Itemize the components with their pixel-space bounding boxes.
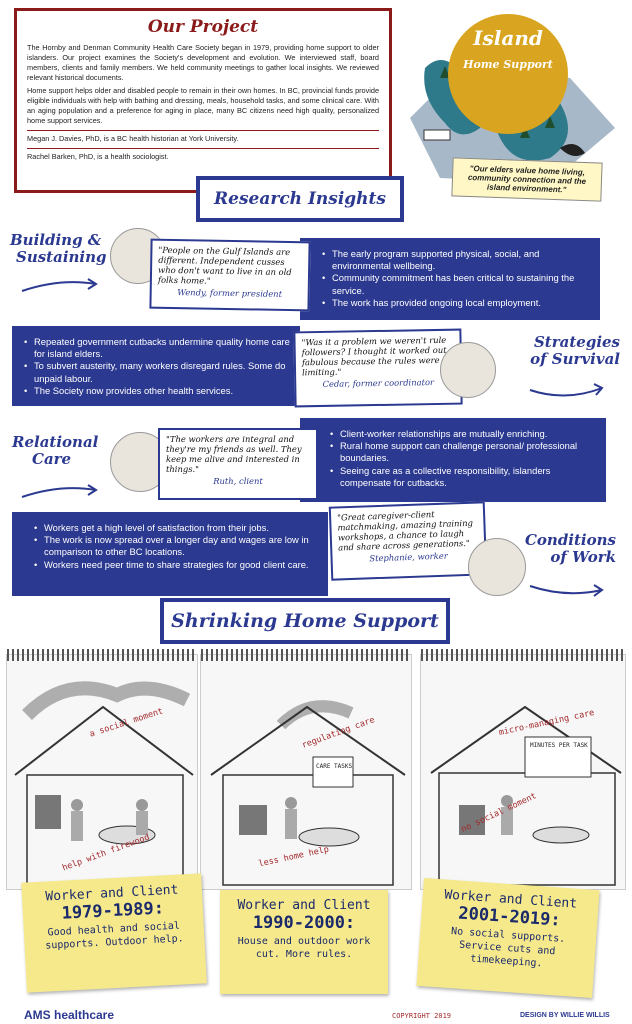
band-relational: Client-worker relationships are mutually… bbox=[300, 418, 606, 502]
research-insights-title: Research Insights bbox=[200, 180, 400, 218]
heading-line-2: Care bbox=[32, 450, 72, 469]
project-title: Our Project bbox=[147, 17, 259, 37]
island-quote-note: "Our elders value home living, community… bbox=[451, 157, 603, 202]
shrinking-title: Shrinking Home Support bbox=[164, 602, 446, 640]
band-conditions: Workers get a high level of satisfaction… bbox=[12, 512, 328, 596]
note-years: 1990-2000: bbox=[252, 913, 356, 933]
bullet: To subvert austerity, many workers disre… bbox=[24, 360, 290, 384]
note-1990: Worker and Client 1990-2000: House and o… bbox=[220, 890, 388, 994]
footer: AMS healthcare COPYRIGHT 2019 DESIGN BY … bbox=[0, 1008, 632, 1024]
cabin-sketch-illustration bbox=[210, 700, 406, 886]
bullet: The Society now provides other health se… bbox=[24, 385, 290, 397]
quote-text: "Great caregiver-client matchmaking, ama… bbox=[336, 509, 474, 553]
heading-line-1: Building & bbox=[10, 231, 102, 249]
quote-wendy: "People on the Gulf Islands are differen… bbox=[149, 238, 311, 312]
quote-text: "Was it a problem we weren't rule follow… bbox=[301, 334, 447, 378]
heading-line-1: Strategies bbox=[533, 333, 620, 351]
bullet: Repeated government cutbacks undermine q… bbox=[24, 336, 290, 360]
cabin-sketch-illustration bbox=[14, 681, 194, 886]
note-2001: Worker and Client 2001-2019: No social s… bbox=[416, 877, 600, 999]
note-line1: Worker and Client bbox=[237, 898, 371, 913]
bullet: Workers need peer time to share strategi… bbox=[34, 559, 314, 571]
quote-cedar: "Was it a problem we weren't rule follow… bbox=[293, 328, 463, 408]
swoosh-arrow-icon bbox=[529, 383, 604, 397]
swoosh-arrow-icon bbox=[529, 584, 604, 597]
heading-line-2: of Work bbox=[550, 548, 616, 567]
island-title: Island bbox=[473, 26, 543, 50]
note-text: House and outdoor work cut. More rules. bbox=[237, 936, 371, 960]
ams-logo: AMS healthcare bbox=[24, 1008, 115, 1022]
quote-stephanie: "Great caregiver-client matchmaking, ama… bbox=[328, 501, 488, 581]
bullet: Community commitment has been critical t… bbox=[322, 272, 590, 296]
quote-attribution: Wendy, former president bbox=[177, 287, 283, 300]
copyright: COPYRIGHT 2019 bbox=[392, 1012, 452, 1020]
portrait-stephanie bbox=[468, 538, 526, 596]
project-paragraph-2: Home support helps older and disabled pe… bbox=[27, 86, 379, 125]
spiral-binding bbox=[421, 649, 625, 661]
sketch-pad-3 bbox=[420, 649, 626, 890]
swoosh-arrow-icon bbox=[21, 278, 98, 292]
note-1979: Worker and Client 1979-1989: Good health… bbox=[21, 873, 207, 993]
band-strategies: Repeated government cutbacks undermine q… bbox=[12, 326, 300, 406]
author-davies: Megan J. Davies, PhD, is a BC health his… bbox=[27, 133, 239, 143]
spiral-binding bbox=[7, 649, 197, 661]
sketch-sign: MINUTES PER TASK bbox=[530, 742, 588, 749]
quote-text: "The workers are integral and they're my… bbox=[166, 434, 302, 475]
sketch-pad-1 bbox=[6, 649, 198, 890]
island-subtitle: Home Support bbox=[463, 58, 553, 71]
heading-line-2: Sustaining bbox=[16, 248, 107, 267]
quote-attribution: Stephanie, worker bbox=[369, 550, 448, 564]
bullet: Rural home support can challenge persona… bbox=[330, 440, 596, 464]
quote-attribution: Ruth, client bbox=[213, 476, 263, 487]
shrinking-banner: Shrinking Home Support bbox=[160, 598, 450, 644]
heading-strategies-survival: Strategies of Survival bbox=[510, 333, 620, 369]
heading-conditions-work: Conditions of Work bbox=[520, 531, 616, 567]
author-barken: Rachel Barken, PhD, is a health sociolog… bbox=[27, 151, 169, 161]
quote-ruth: "The workers are integral and they're my… bbox=[158, 428, 318, 500]
design-credit: DESIGN BY WILLIE WILLIS bbox=[520, 1012, 610, 1019]
sketch-pad-2 bbox=[200, 649, 412, 890]
heading-line-2: of Survival bbox=[530, 350, 620, 369]
bullet: Client-worker relationships are mutually… bbox=[330, 428, 596, 440]
bullet: Seeing care as a collective responsibili… bbox=[330, 465, 596, 489]
bullet: Workers get a high level of satisfaction… bbox=[34, 522, 314, 534]
sun-circle bbox=[448, 14, 568, 134]
heading-line-1: Conditions bbox=[524, 531, 616, 549]
band-building: The early program supported physical, so… bbox=[300, 238, 600, 320]
swoosh-arrow-icon bbox=[21, 484, 98, 498]
project-box: Our Project The Hornby and Denman Commun… bbox=[14, 8, 392, 193]
quote-attribution: Cedar, former coordinator bbox=[322, 377, 435, 390]
heading-line-1: Relational bbox=[12, 433, 99, 451]
cabin-sketch-illustration bbox=[430, 705, 622, 886]
sketch-sign: CARE TASKS bbox=[316, 763, 353, 770]
heading-building-sustaining: Building & Sustaining bbox=[10, 231, 107, 267]
project-paragraph-1: The Hornby and Denman Community Health C… bbox=[27, 43, 379, 82]
bullet: The work has provided ongoing local empl… bbox=[322, 297, 590, 309]
research-insights-banner: Research Insights bbox=[196, 176, 404, 222]
heading-relational-care: Relational Care bbox=[12, 433, 99, 469]
portrait-cedar bbox=[440, 342, 496, 398]
bullet: The work is now spread over a longer day… bbox=[34, 534, 314, 558]
bullet: The early program supported physical, so… bbox=[322, 248, 590, 272]
spiral-binding bbox=[201, 649, 411, 661]
quote-text: "People on the Gulf Islands are differen… bbox=[157, 244, 292, 286]
